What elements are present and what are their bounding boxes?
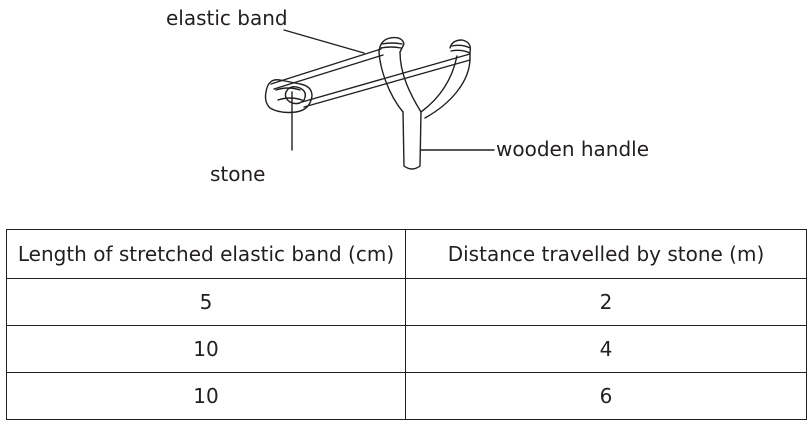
wooden-handle-shape [402,111,422,170]
wooden-handle-label: wooden handle [496,137,649,161]
elastic-band-shape [270,48,382,85]
right-fork-arm [420,55,458,113]
stone-label: stone [210,162,265,186]
column-header-distance: Distance travelled by stone (m) [405,229,807,279]
table-header-row: Length of stretched elastic band (cm) Di… [6,229,807,279]
length-cell: 5 [6,278,406,326]
distance-cell: 6 [405,372,807,420]
length-cell: 10 [6,325,406,373]
table-row: 5 2 [6,278,807,326]
column-header-length: Length of stretched elastic band (cm) [6,229,406,279]
table-row: 10 6 [6,372,807,420]
results-table: Length of stretched elastic band (cm) Di… [6,229,807,420]
stone-shape [284,85,307,105]
table-row: 10 4 [6,325,807,373]
stone-pouch-shape [264,79,313,114]
elastic-band-label: elastic band [166,6,288,30]
distance-cell: 4 [405,325,807,373]
length-cell: 10 [6,372,406,420]
elastic-band-leader-line [283,29,365,54]
distance-cell: 2 [405,278,807,326]
slingshot-diagram: elastic band stone wooden handle [166,6,649,186]
